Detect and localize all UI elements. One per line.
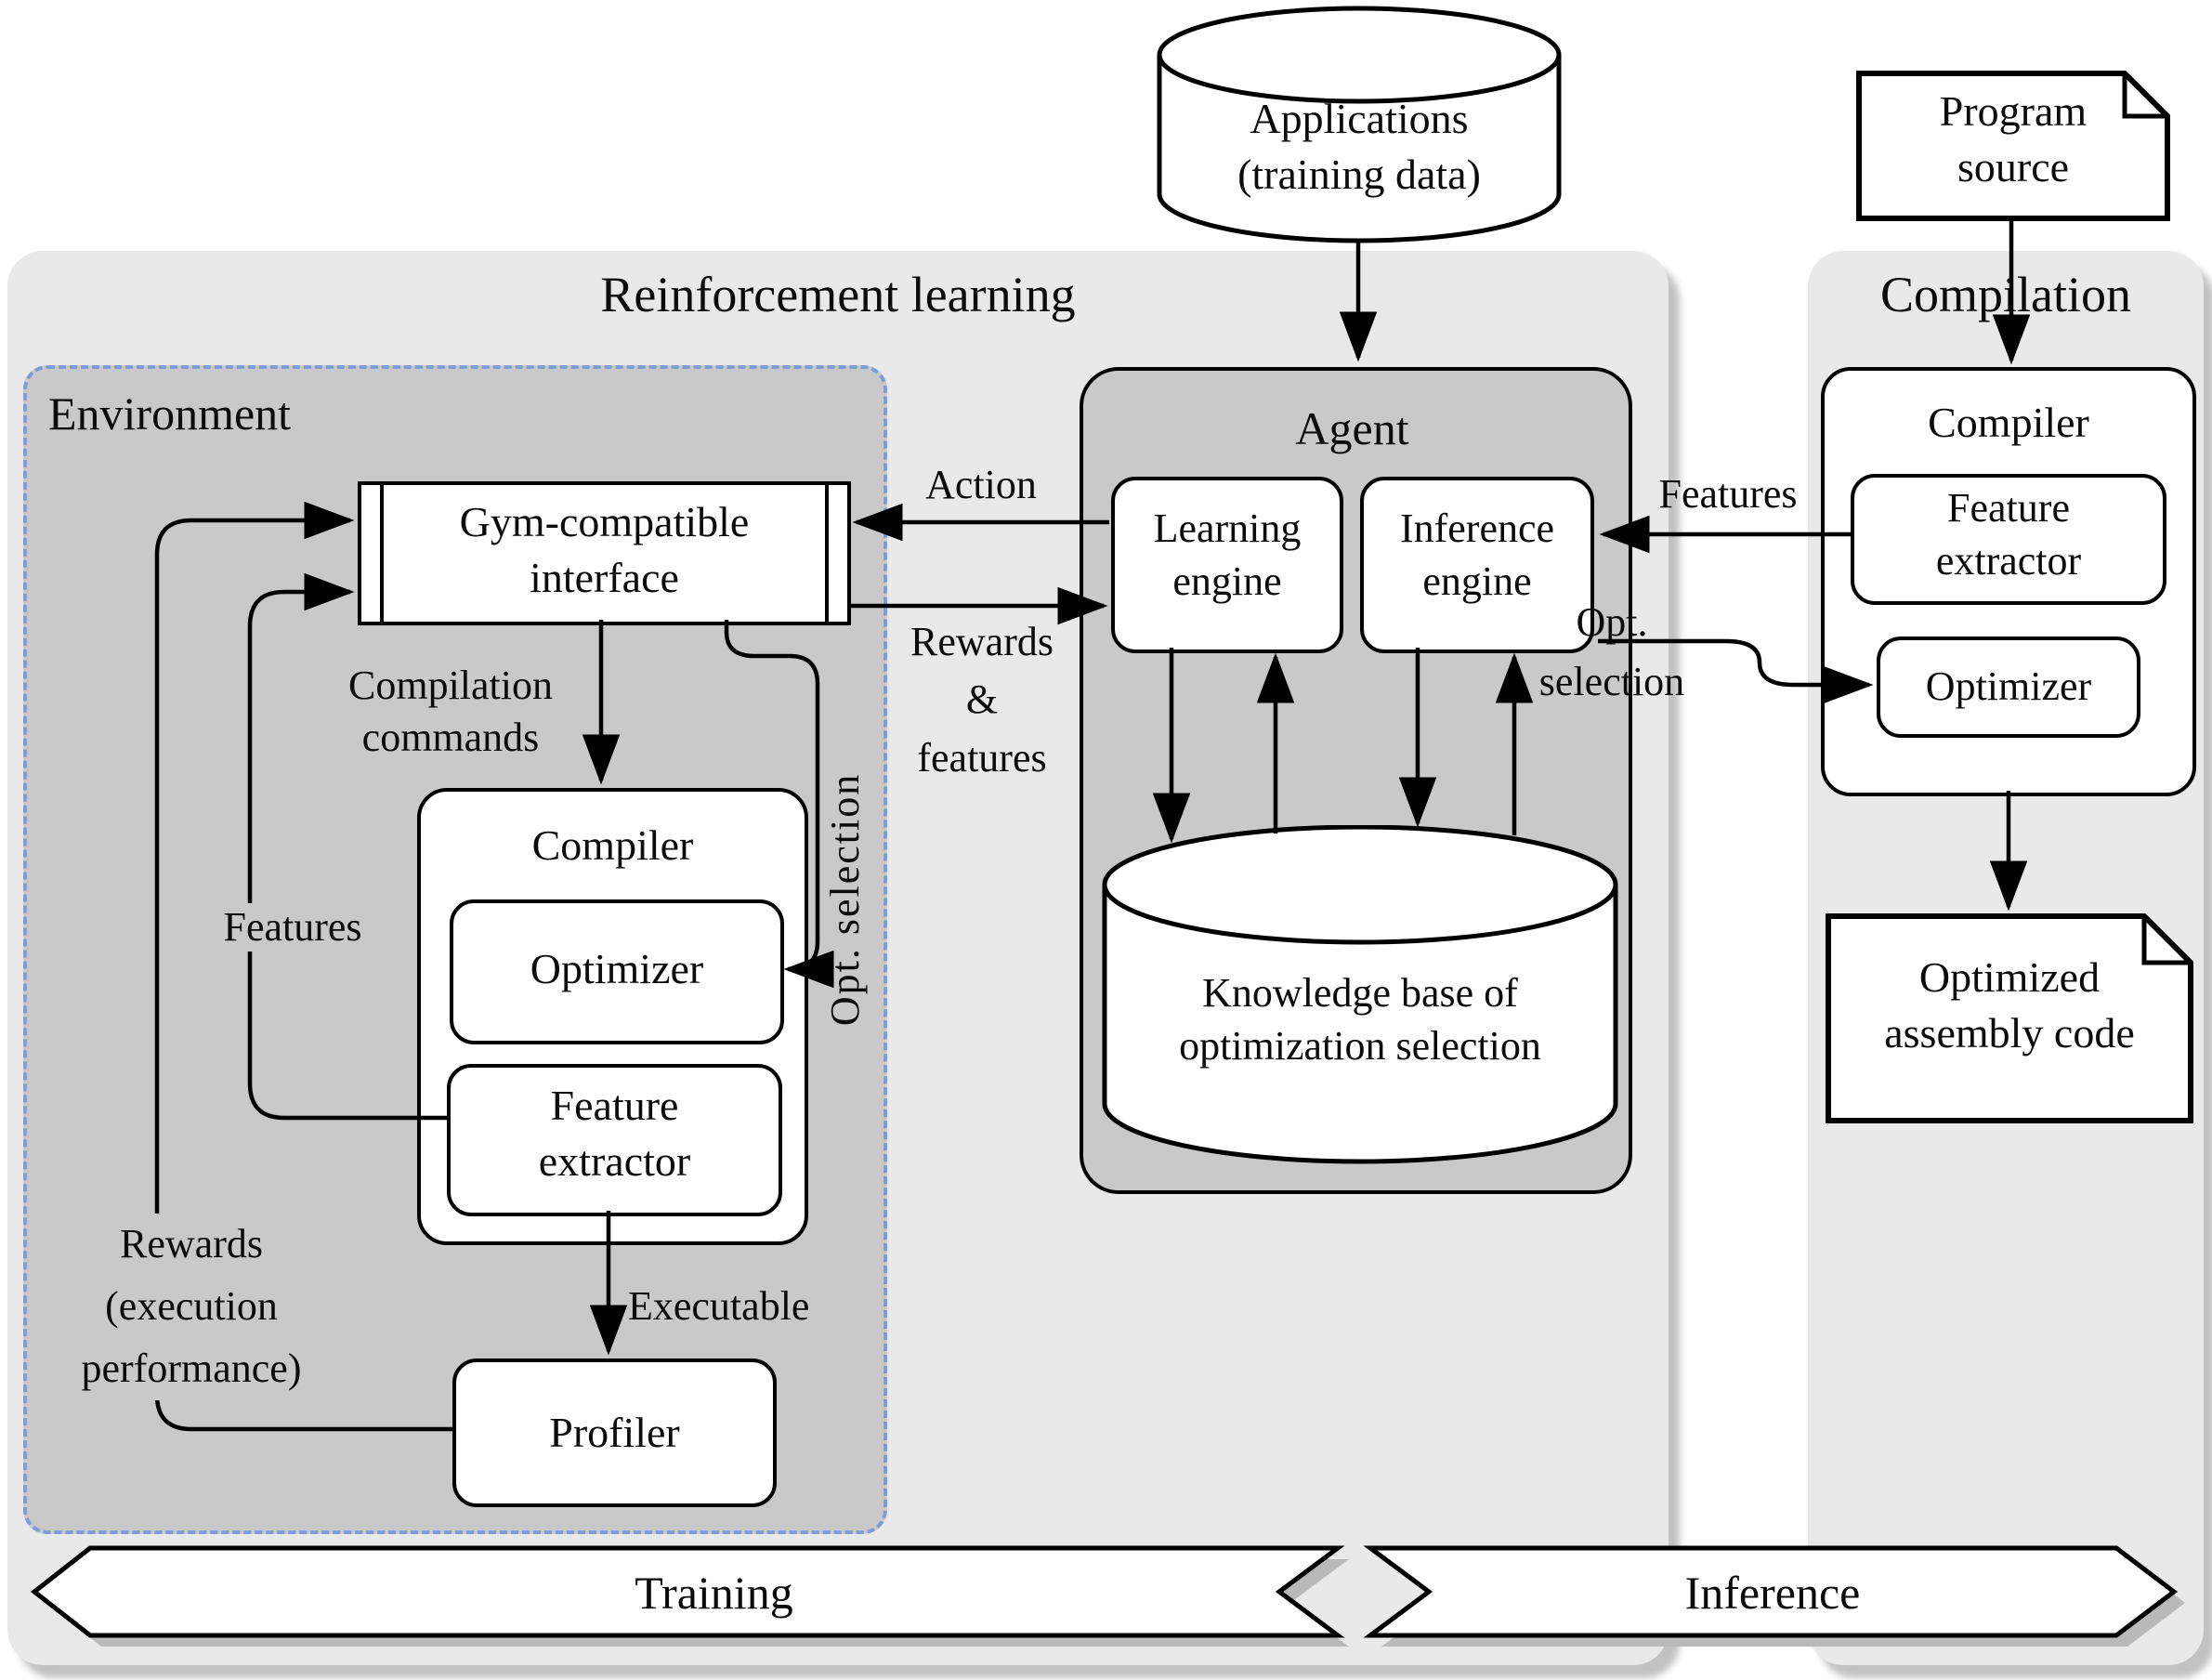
compilation-panel-title: Compilation bbox=[1880, 267, 2131, 322]
inference-banner-label: Inference bbox=[1684, 1567, 1861, 1619]
feature-extractor-right-node bbox=[1851, 474, 2166, 605]
training-banner-label: Training bbox=[635, 1567, 793, 1619]
rewards-left-label: Rewards (execution performance) bbox=[35, 1214, 347, 1400]
inference-engine-node bbox=[1360, 477, 1594, 653]
inference-engine-label: Inference engine bbox=[1399, 505, 1555, 605]
knowledge-base-datastore bbox=[1102, 825, 1618, 1164]
program-source-label: Program source bbox=[1939, 87, 2088, 190]
profiler-label: Profiler bbox=[549, 1409, 680, 1456]
optimizer-left-label: Optimizer bbox=[530, 945, 704, 992]
environment-title: Environment bbox=[48, 387, 292, 440]
compiler-right-title: Compiler bbox=[1928, 399, 2089, 446]
features-right-label: Features bbox=[1658, 471, 1798, 517]
rl-panel-title: Reinforcement learning bbox=[600, 267, 1076, 322]
applications-label: Applications (training data) bbox=[1237, 95, 1481, 198]
feature-extractor-left-label: Feature extractor bbox=[538, 1082, 691, 1185]
features-left-label: Features bbox=[186, 903, 399, 952]
feature-extractor-right-label: Feature extractor bbox=[1935, 485, 2082, 584]
gym-interface-label: Gym-compatible interface bbox=[459, 498, 750, 601]
program-source-document bbox=[1856, 71, 2170, 221]
compiler-left-title: Compiler bbox=[531, 821, 694, 869]
agent-title: Agent bbox=[1295, 402, 1409, 454]
profiler-node bbox=[452, 1358, 777, 1507]
optimizer-right-label: Optimizer bbox=[1925, 663, 2092, 709]
learning-engine-label: Learning engine bbox=[1153, 505, 1302, 605]
knowledge-base-label: Knowledge base of optimization selection bbox=[1179, 970, 1541, 1070]
optimized-assembly-document bbox=[1826, 913, 2193, 1123]
executable-label: Executable bbox=[628, 1283, 810, 1329]
opt-selection-left-label: Opt. selection bbox=[822, 772, 869, 1027]
optimized-assembly-label: Optimized assembly code bbox=[1884, 953, 2135, 1057]
learning-engine-node bbox=[1111, 477, 1343, 653]
opt-selection-right-label: Opt. selection bbox=[1538, 599, 1685, 704]
rewards-features-label: Rewards & features bbox=[910, 619, 1054, 781]
gym-right-bar-icon bbox=[825, 485, 829, 622]
action-label: Action bbox=[925, 462, 1037, 507]
applications-datastore bbox=[1157, 6, 1562, 243]
compilation-commands-label: Compilation commands bbox=[348, 663, 553, 761]
optimizer-right-node bbox=[1877, 637, 2140, 738]
